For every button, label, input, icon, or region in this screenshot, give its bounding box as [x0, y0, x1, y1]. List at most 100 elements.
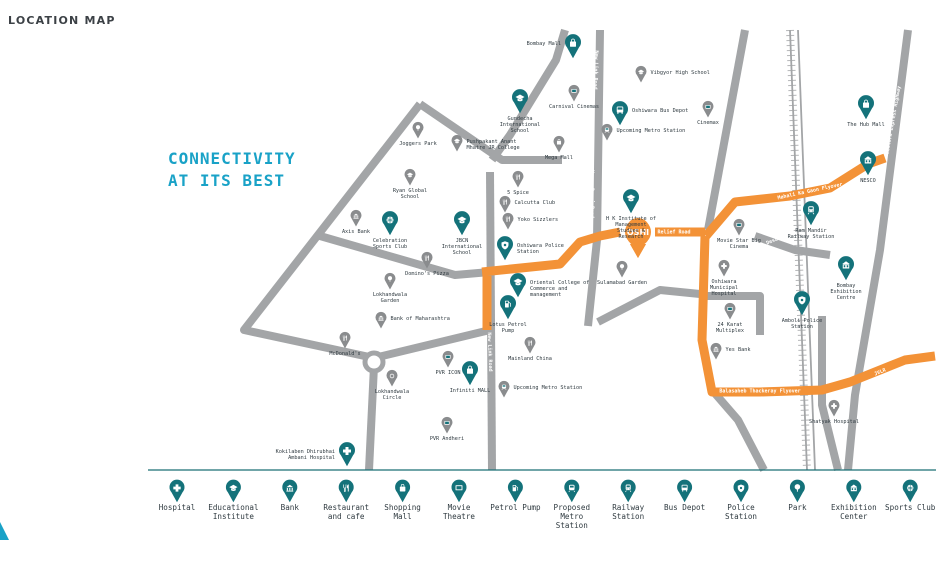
legend-pin: [338, 479, 354, 503]
place-oshiwara-bus-depot[interactable]: Oshiwara Bus Depot: [611, 101, 688, 126]
project-label: OSHI: [627, 228, 649, 237]
road-label-mahali-ka-gaon-flyover: Mahali Ka Gaon Flyover: [777, 182, 843, 202]
place-mega-mall[interactable]: Mega Mall: [545, 135, 573, 161]
place-label: Oshiwara Bus Depot: [632, 108, 688, 114]
legend-label: Bus Depot: [664, 503, 705, 512]
place-joggers-park[interactable]: Joggers Park: [399, 121, 438, 147]
place-upcoming-metro-station[interactable]: Upcoming Metro Station: [601, 123, 685, 141]
cinema-icon: [445, 354, 451, 359]
legend-label: Petrol Pump: [490, 503, 541, 512]
map-pin: [702, 100, 714, 118]
place-label: Upcoming Metro Station: [514, 385, 583, 391]
project-pin-head: [625, 219, 651, 245]
place-infiniti-mall[interactable]: Infiniti MALL: [450, 361, 491, 394]
place-the-hub-mall[interactable]: The Hub Mall: [847, 95, 885, 128]
place-nesco[interactable]: NESCO: [860, 151, 876, 184]
place-shatyak-hospital[interactable]: Shatyak Hospital: [809, 399, 859, 425]
place-pvr-andheri[interactable]: PVR Andheri: [430, 416, 464, 442]
sports-club-icon: [906, 484, 914, 492]
place-label: Sulamabad Garden: [597, 280, 647, 286]
place-label: Domino's Pizza: [405, 271, 449, 277]
legend-label: Hospital: [159, 503, 196, 512]
place-yes-bank[interactable]: Yes Bank: [710, 342, 752, 360]
place-label: Bank of Maharashtra: [391, 316, 450, 322]
place-pvr-icon[interactable]: PVR ICON: [436, 350, 461, 376]
road-label-balasaheb-thackeray-flyover: Balasaheb Thackeray Flyover: [719, 389, 800, 395]
place-upcoming-metro-station[interactable]: Upcoming Metro Station: [498, 380, 583, 398]
place-vibgyor-high-school[interactable]: Vibgyor High School: [635, 65, 710, 83]
place-sulamabad-garden[interactable]: Sulamabad Garden: [597, 260, 647, 286]
legend-pin: [620, 479, 636, 503]
place-mcdonald-s[interactable]: McDonald's: [329, 331, 361, 357]
project-pin-tail: [630, 244, 646, 258]
place-label: Bombay Mall: [527, 41, 561, 47]
place-yoko-sizzlers[interactable]: Yoko Sizzlers: [502, 212, 559, 230]
place-label: Mainland China: [508, 356, 552, 362]
place-5-spice[interactable]: 5 Spice: [507, 170, 529, 196]
place-bombay-mall[interactable]: Bombay Mall: [527, 34, 581, 59]
map-pin: [441, 416, 453, 434]
place-label: Cinemax: [697, 120, 719, 126]
road-label-relief-road: Relief Road: [657, 230, 690, 236]
place-label: PVR Andheri: [430, 436, 464, 442]
legend-item-hospital: Hospital: [159, 479, 196, 512]
place-domino-s-pizza[interactable]: Domino's Pizza: [405, 251, 449, 277]
map-pin: [733, 218, 745, 236]
legend-pin: [677, 479, 693, 503]
corner-accent-decoration: [0, 522, 9, 540]
place-mainland-china[interactable]: Mainland China: [508, 336, 552, 362]
tagline: CONNECTIVITY AT ITS BEST: [168, 148, 296, 192]
place-cinemax[interactable]: Cinemax: [697, 100, 719, 126]
place-label: Yoko Sizzlers: [518, 217, 559, 223]
tagline-line-1: CONNECTIVITY: [168, 149, 296, 168]
place-axis-bank[interactable]: Axis Bank: [342, 209, 371, 235]
place-bank-of-maharashtra[interactable]: Bank of Maharashtra: [375, 311, 450, 329]
legend-pin: [451, 479, 467, 503]
place-carnival-cinemas[interactable]: Carnival Cinemas: [549, 84, 599, 110]
place-label: The Hub Mall: [847, 122, 884, 128]
map-pin: [802, 201, 819, 226]
legend-item-petrol-pump: Petrol Pump: [490, 479, 541, 512]
place-label: PVR ICON: [436, 370, 461, 376]
project-marker-oshi[interactable]: OSHI: [625, 218, 651, 258]
legend-item-sports-club: Sports Club: [885, 479, 936, 512]
legend-label: Bank: [281, 503, 300, 512]
place-calcutta-club[interactable]: Calcutta Club: [499, 195, 556, 213]
